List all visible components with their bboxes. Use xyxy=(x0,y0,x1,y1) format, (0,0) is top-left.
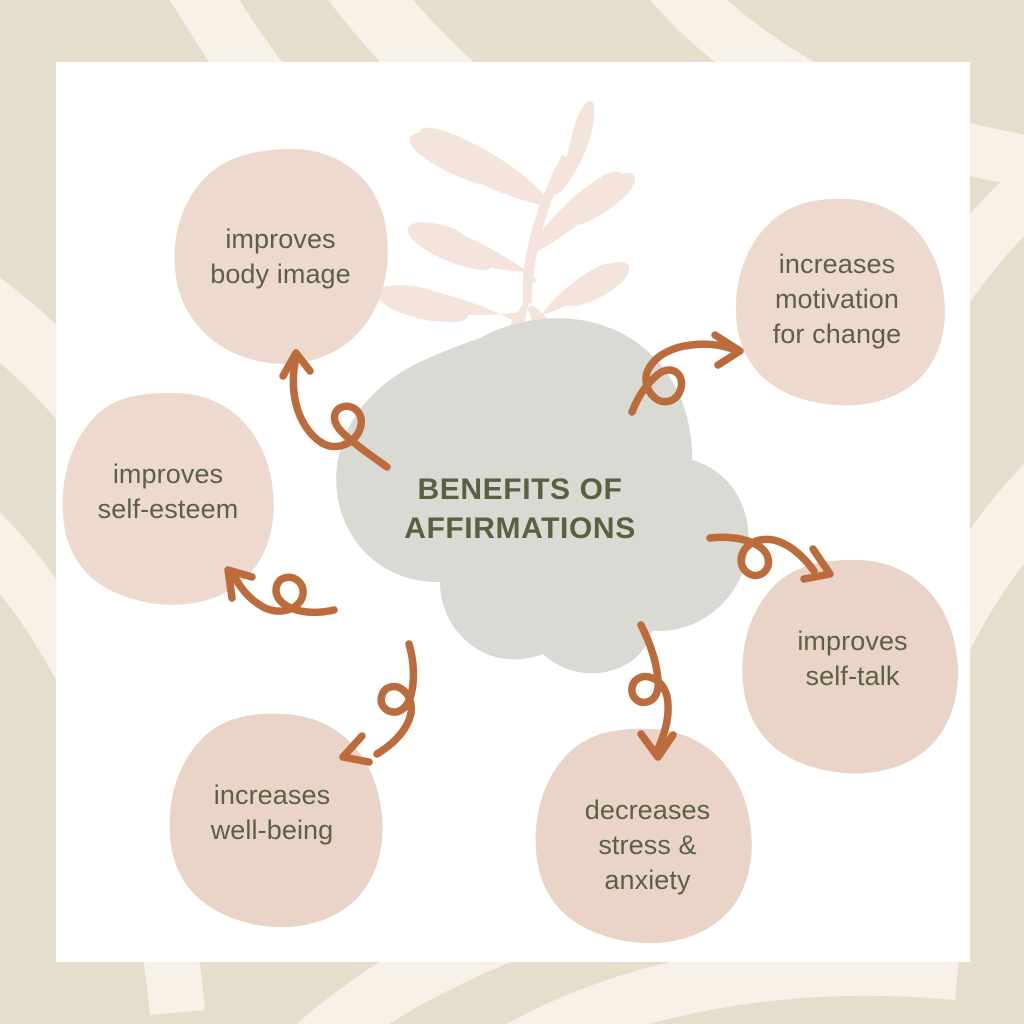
bubble-improves-self-esteem[interactable] xyxy=(62,392,274,605)
arrow-to-self-esteem xyxy=(224,566,338,617)
bubble-decreases-stress-anxiety[interactable] xyxy=(535,728,752,944)
center-blob[interactable] xyxy=(336,318,749,674)
bubble-improves-body-image[interactable] xyxy=(174,148,388,364)
arrow-to-self-talk xyxy=(706,533,834,583)
bubble-increases-motivation[interactable] xyxy=(735,198,945,406)
arrow-to-body-image xyxy=(279,349,391,471)
arrow-to-well-being xyxy=(339,640,418,766)
bubble-improves-self-talk[interactable] xyxy=(742,559,958,774)
arrow-to-stress-anxiety xyxy=(628,621,677,761)
bubble-increases-well-being[interactable] xyxy=(169,713,383,928)
arrow-to-motivation xyxy=(628,331,744,416)
